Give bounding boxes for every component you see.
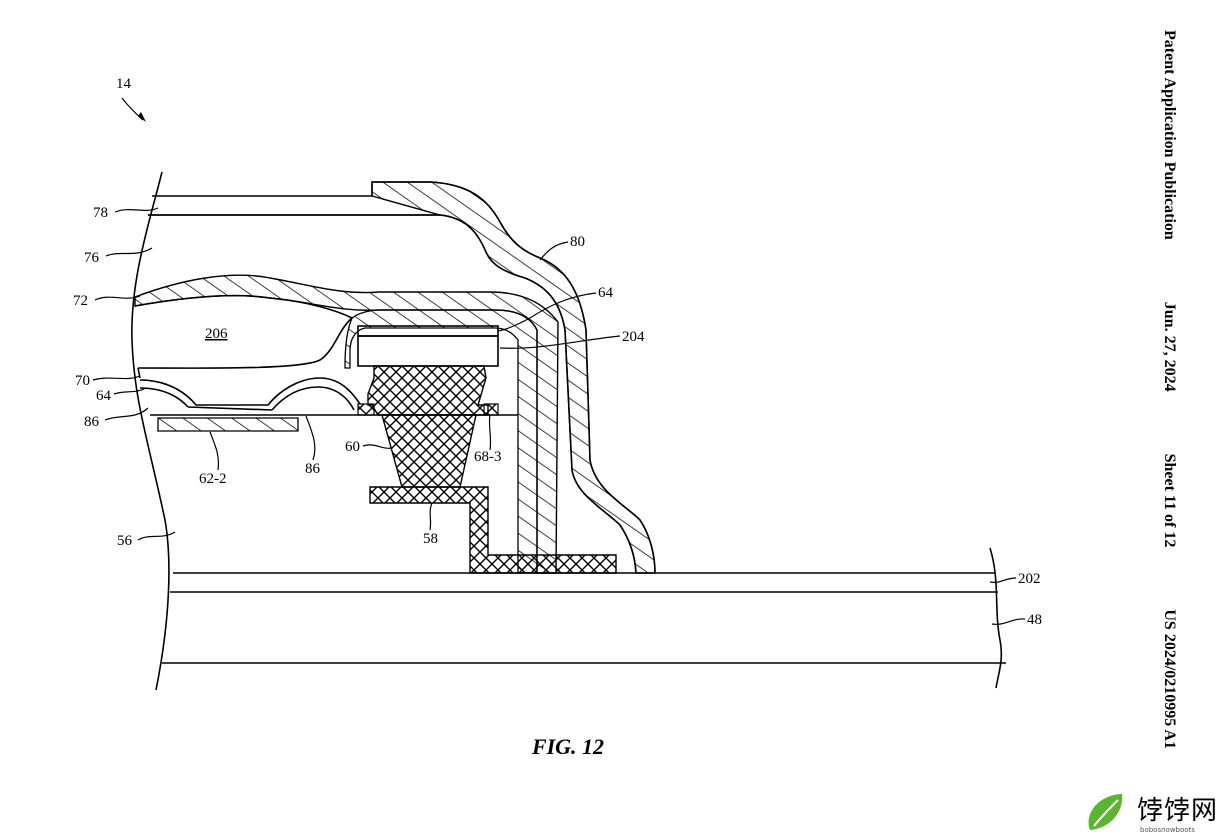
dome-layer: [137, 367, 361, 411]
cavity-206-outline: [134, 294, 354, 369]
label-86a: 86: [84, 414, 100, 430]
figure-title: FIG. 12: [531, 734, 605, 759]
label-48: 48: [1027, 612, 1042, 628]
component-204: [357, 325, 499, 367]
watermark-logo-icon: [1088, 794, 1123, 830]
cover-layers: [148, 181, 656, 574]
label-14: 14: [116, 76, 132, 92]
label-206: 206: [205, 326, 228, 342]
label-76: 76: [84, 250, 100, 266]
ledge-left: [357, 403, 375, 416]
label-64a: 64: [96, 388, 112, 404]
label-202: 202: [1018, 571, 1041, 587]
reference-labels: 14 78 76 72 206 70 64 86 62-2 86 60 68-3…: [73, 76, 1042, 628]
left-break-line: [131, 171, 170, 691]
label-60: 60: [345, 439, 360, 455]
ledge-right: [483, 403, 499, 416]
solder-60: [381, 414, 477, 488]
connector-upper: [367, 365, 489, 416]
label-62-2: 62-2: [199, 471, 227, 487]
label-204: 204: [622, 329, 645, 345]
watermark-text: 饽饽网: [1137, 796, 1219, 826]
component-62-2: [157, 417, 299, 432]
label-68-3: 68-3: [474, 449, 502, 465]
label-58: 58: [423, 531, 438, 547]
label-78: 78: [93, 205, 108, 221]
label-86b: 86: [305, 461, 321, 477]
label-70: 70: [75, 373, 90, 389]
bracket-58: [369, 486, 617, 574]
bracket-hatched: [344, 309, 538, 574]
label-56: 56: [117, 533, 133, 549]
label-72: 72: [73, 293, 88, 309]
watermark-subtext: bobosnowboots: [1140, 826, 1195, 834]
label-80: 80: [570, 234, 585, 250]
label-64b: 64: [598, 285, 614, 301]
